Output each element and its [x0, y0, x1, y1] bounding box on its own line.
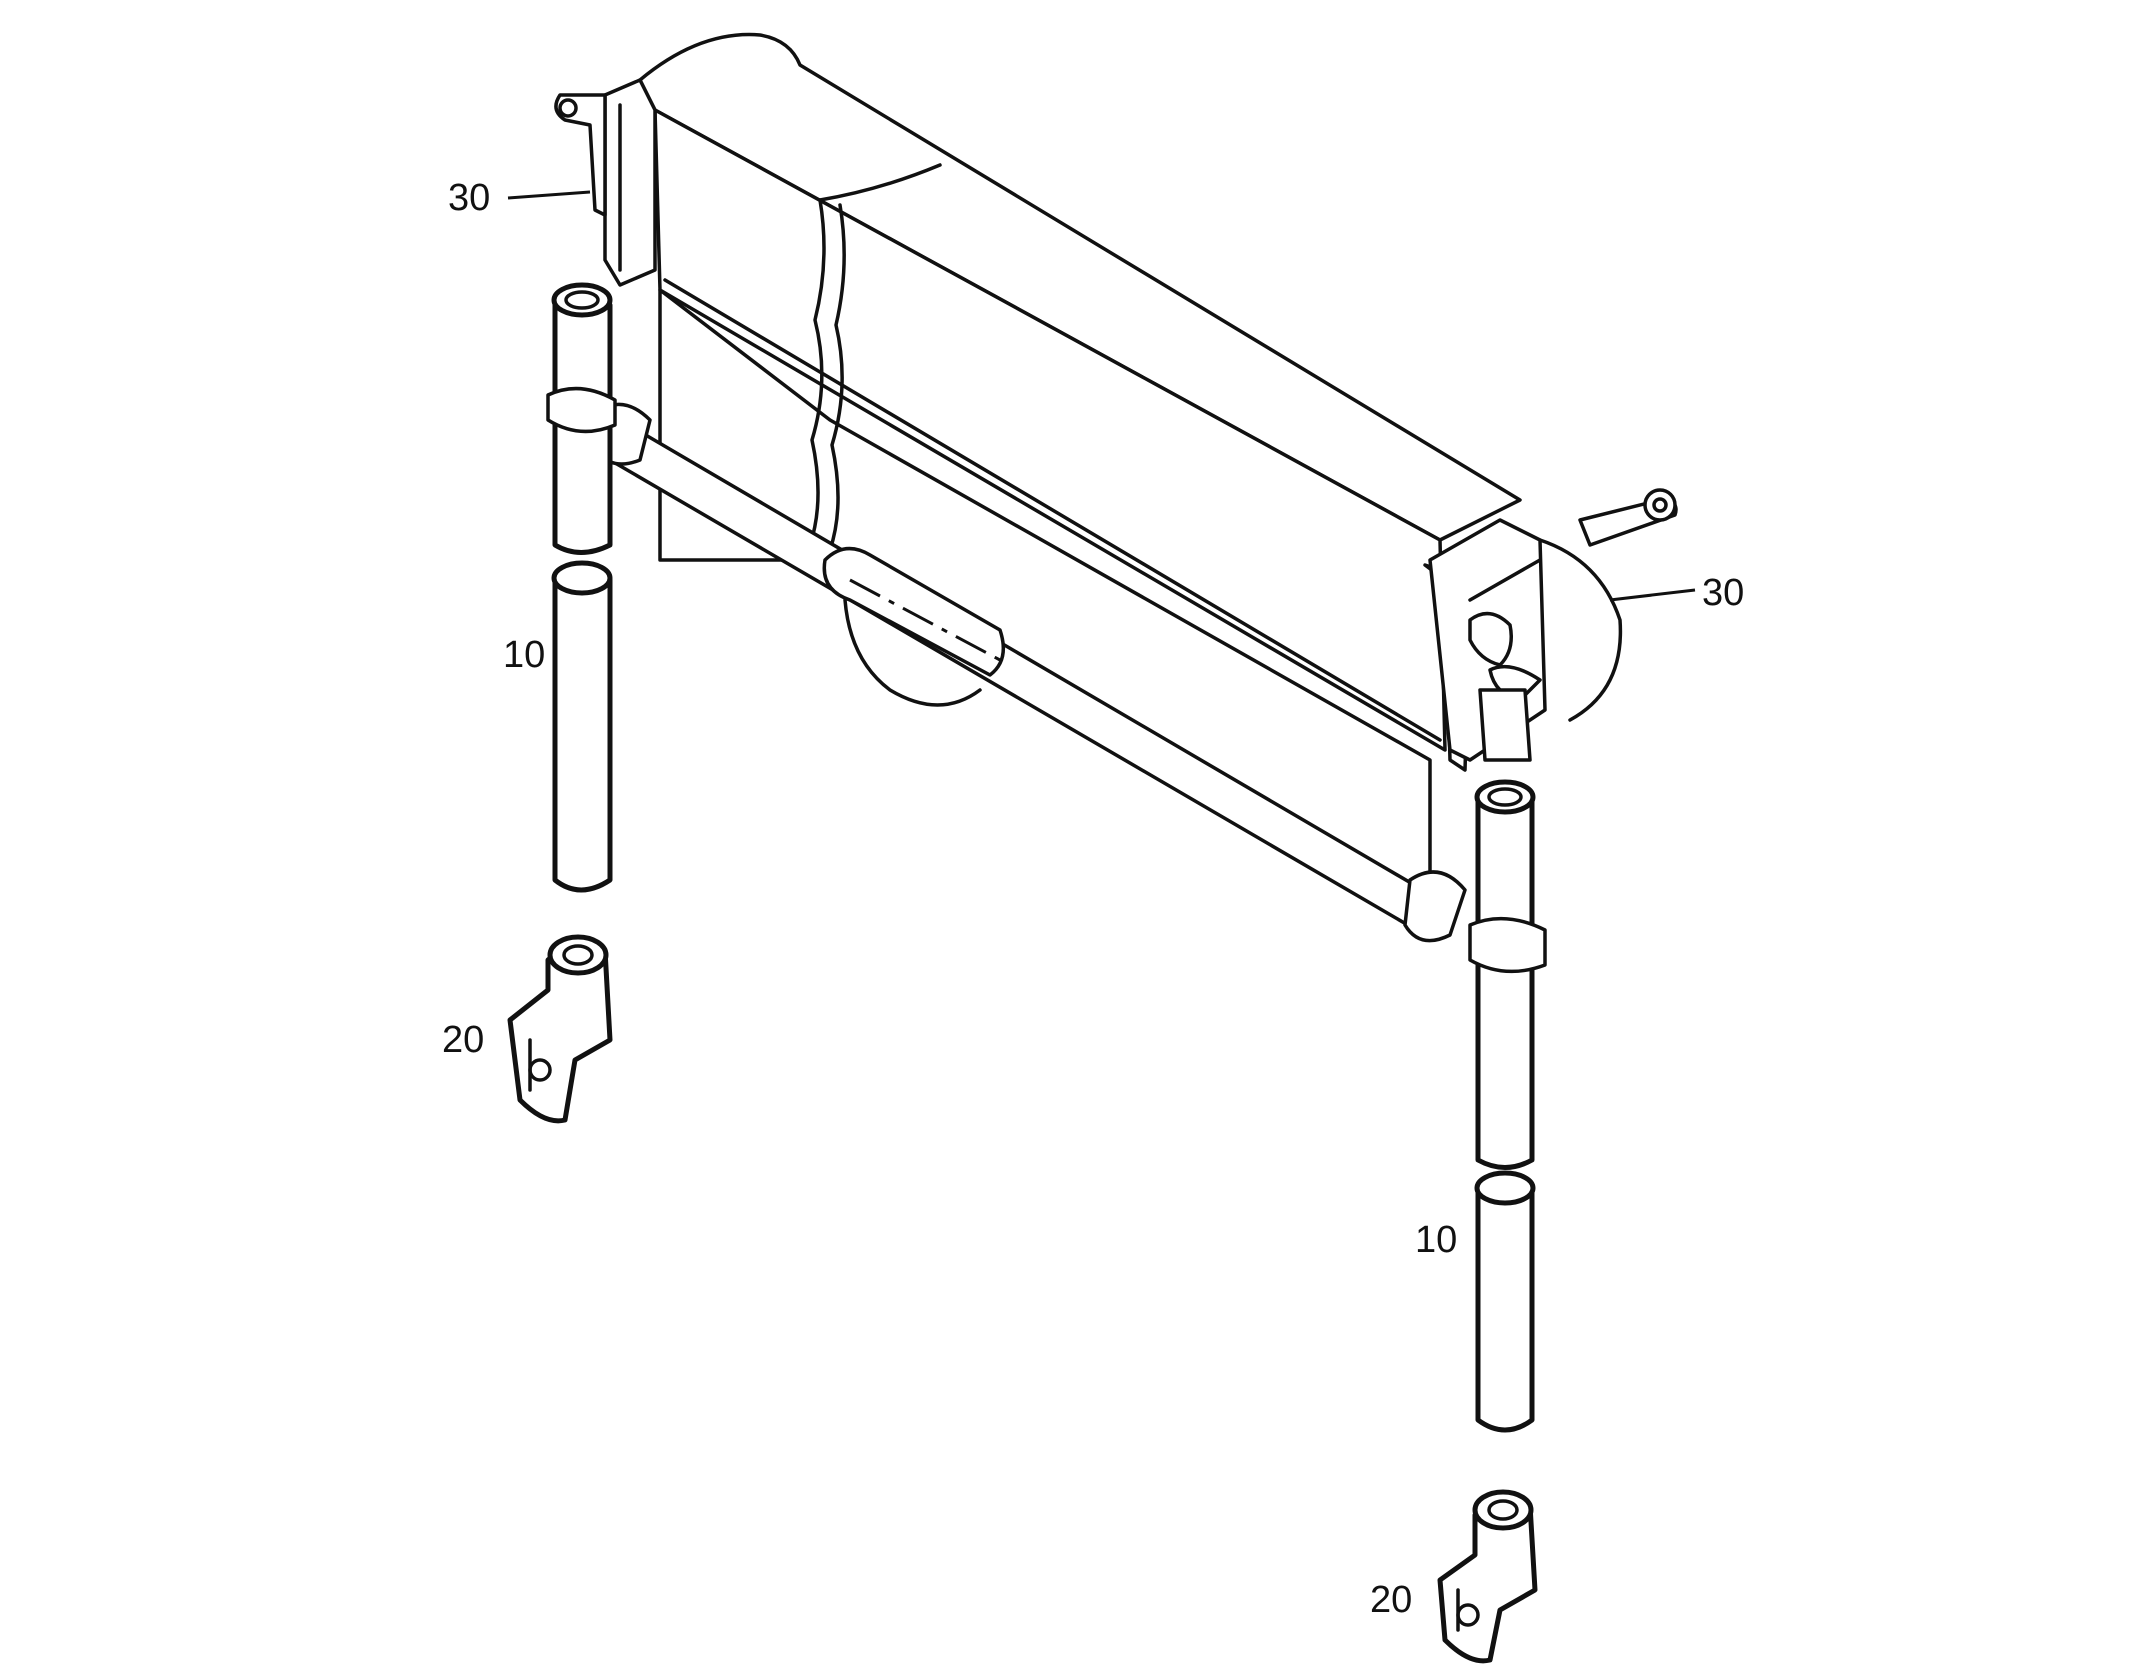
left-bushing-20 — [507, 934, 613, 1124]
right-bushing-20 — [1437, 1489, 1538, 1664]
callout-left-10: 10 — [503, 634, 545, 676]
right-mounting-bracket — [1468, 488, 1678, 762]
right-upper-pin — [1468, 779, 1547, 1170]
callout-top-left-30: 30 — [448, 177, 490, 219]
callout-right-20: 20 — [1370, 1579, 1412, 1621]
radiator-assembly — [554, 32, 1547, 922]
callout-right-10: 10 — [1415, 1219, 1457, 1261]
callout-left-20: 20 — [442, 1019, 484, 1061]
leader-right-30 — [1609, 588, 1696, 602]
left-pin-10 — [551, 560, 613, 893]
right-pin-10 — [1474, 1170, 1536, 1433]
fan-discs — [843, 538, 1623, 722]
callout-right-30: 30 — [1702, 572, 1744, 614]
leader-top-left-30 — [507, 190, 591, 200]
left-upper-pin — [546, 282, 617, 555]
